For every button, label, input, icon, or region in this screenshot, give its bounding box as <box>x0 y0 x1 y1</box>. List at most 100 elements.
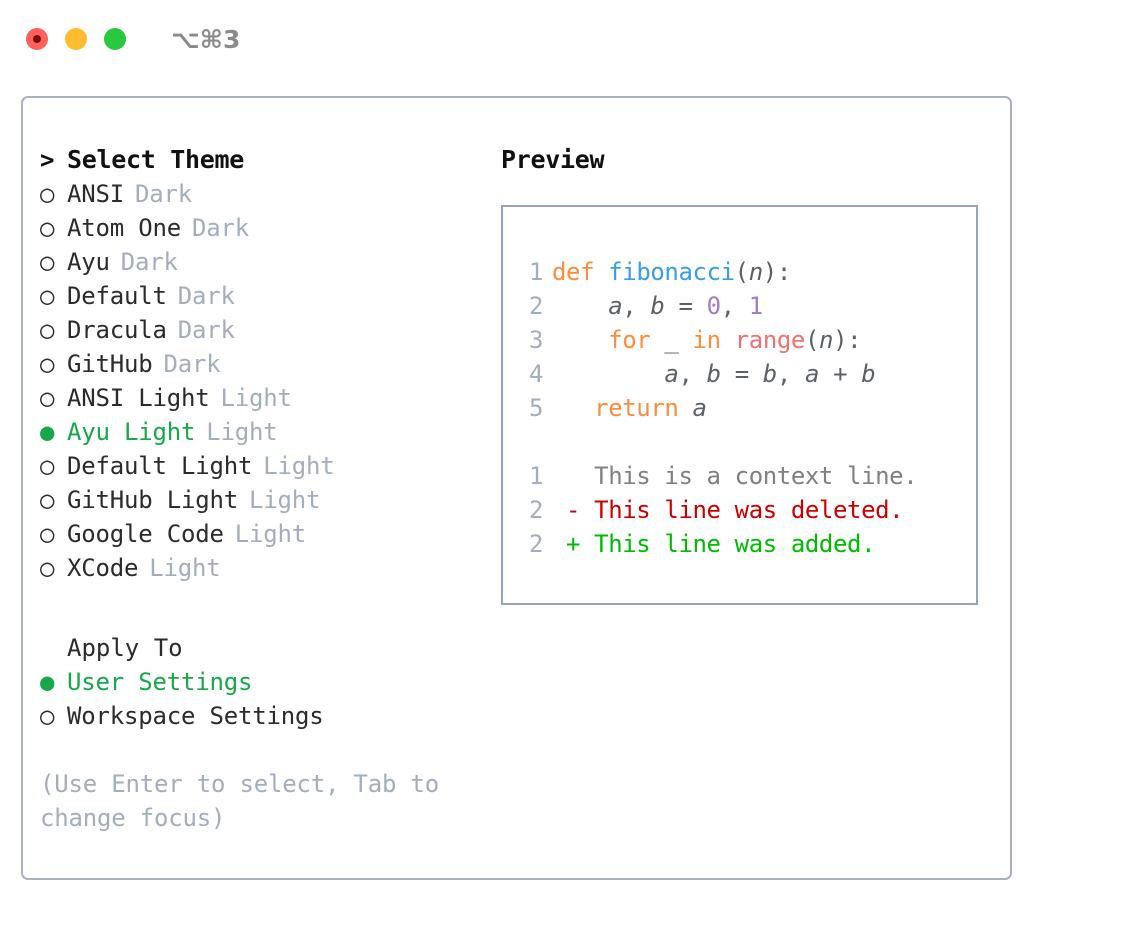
code-token: ): <box>833 326 862 354</box>
radio-unselected-icon: ○ <box>40 180 55 208</box>
code-token <box>650 326 664 354</box>
code-token: a <box>804 360 820 388</box>
theme-option-label: Default <box>67 282 167 310</box>
line-number: 2 <box>528 530 543 558</box>
code-token: , <box>622 292 651 320</box>
close-button[interactable] <box>26 28 48 50</box>
theme-option-label: GitHub Light <box>67 486 238 514</box>
code-token: a <box>664 360 679 388</box>
code-token: ): <box>762 258 792 286</box>
theme-option-variant-tag: Light <box>149 554 221 582</box>
line-number: 5 <box>528 394 543 422</box>
radio-selected-icon: ● <box>40 668 55 696</box>
code-token <box>552 292 608 320</box>
code-token: in <box>692 326 722 354</box>
diff-sample: 1 This is a context line.2 - This line w… <box>503 459 976 561</box>
code-line: 2 a, b = 0, 1 <box>503 289 976 323</box>
diff-line-text: - This line was deleted. <box>552 496 904 524</box>
title-bar: ⌥⌘3 <box>0 0 1140 78</box>
diff-line: 2 - This line was deleted. <box>503 493 976 527</box>
theme-option-label: Dracula <box>67 316 167 344</box>
radio-unselected-icon: ○ <box>40 702 55 730</box>
section-spacer <box>40 585 490 631</box>
apply-to-option-user-settings[interactable]: ●User Settings <box>40 665 490 699</box>
page-title: Select Theme <box>67 145 245 174</box>
apply-to-option-workspace-settings[interactable]: ○Workspace Settings <box>40 699 490 733</box>
keyboard-shortcut-label: ⌥⌘3 <box>171 24 241 54</box>
code-token: a <box>692 394 707 422</box>
radio-unselected-icon: ○ <box>40 452 55 480</box>
code-token: 1 <box>748 292 763 320</box>
theme-option-variant-tag: Dark <box>163 350 221 378</box>
code-token: = <box>664 292 707 320</box>
line-number: 2 <box>528 292 543 320</box>
radio-selected-icon: ● <box>40 418 55 446</box>
diff-line-text: This is a context line. <box>552 462 918 490</box>
theme-option-label: XCode <box>67 554 139 582</box>
radio-unselected-icon: ○ <box>40 350 55 378</box>
code-diff-separator <box>503 425 976 459</box>
code-token: ( <box>734 258 749 286</box>
diff-line-text: + This line was added. <box>552 530 876 558</box>
code-token: , <box>720 292 749 320</box>
diff-line: 1 This is a context line. <box>503 459 976 493</box>
code-token <box>552 394 594 422</box>
radio-unselected-icon: ○ <box>40 384 55 412</box>
theme-option-variant-tag: Light <box>263 452 335 480</box>
theme-option-github[interactable]: ○ GitHub Dark <box>40 347 490 381</box>
theme-option-variant-tag: Dark <box>135 180 192 208</box>
caret-icon: > <box>40 146 55 174</box>
keyboard-hint: (Use Enter to select, Tab to change focu… <box>40 770 439 832</box>
code-token: 0 <box>706 292 721 320</box>
code-token: b <box>650 292 665 320</box>
line-number: 1 <box>528 462 543 490</box>
theme-option-label: ANSI <box>67 180 124 208</box>
code-token: def <box>552 258 595 286</box>
apply-to-list: ●User Settings○Workspace Settings <box>40 665 490 733</box>
line-number: 3 <box>528 326 543 354</box>
minimize-button[interactable] <box>65 28 87 50</box>
radio-unselected-icon: ○ <box>40 554 55 582</box>
code-token: range <box>734 326 806 354</box>
code-token <box>552 360 664 388</box>
code-token <box>678 394 692 422</box>
code-token: return <box>594 394 679 422</box>
theme-option-variant-tag: Light <box>234 520 306 548</box>
code-token: b <box>762 360 777 388</box>
code-token <box>721 326 735 354</box>
theme-option-variant-tag: Light <box>220 384 292 412</box>
theme-option-variant-tag: Light <box>206 418 278 446</box>
theme-option-label: Ayu <box>67 248 110 276</box>
theme-option-variant-tag: Light <box>249 486 321 514</box>
code-token: a <box>608 292 623 320</box>
hint-spacer <box>40 733 490 767</box>
theme-option-label: Google Code <box>67 520 224 548</box>
code-token <box>678 326 692 354</box>
theme-option-xcode[interactable]: ○ XCode Light <box>40 551 490 585</box>
line-number: 2 <box>528 496 543 524</box>
theme-option-ansi[interactable]: ○ ANSI Dark <box>40 177 490 211</box>
maximize-button[interactable] <box>104 28 126 50</box>
code-token: = <box>720 360 763 388</box>
theme-option-label: GitHub <box>67 350 153 378</box>
code-token: + <box>819 360 862 388</box>
code-token: fibonacci <box>608 258 735 286</box>
code-line: 3 for _ in range(n): <box>503 323 976 357</box>
